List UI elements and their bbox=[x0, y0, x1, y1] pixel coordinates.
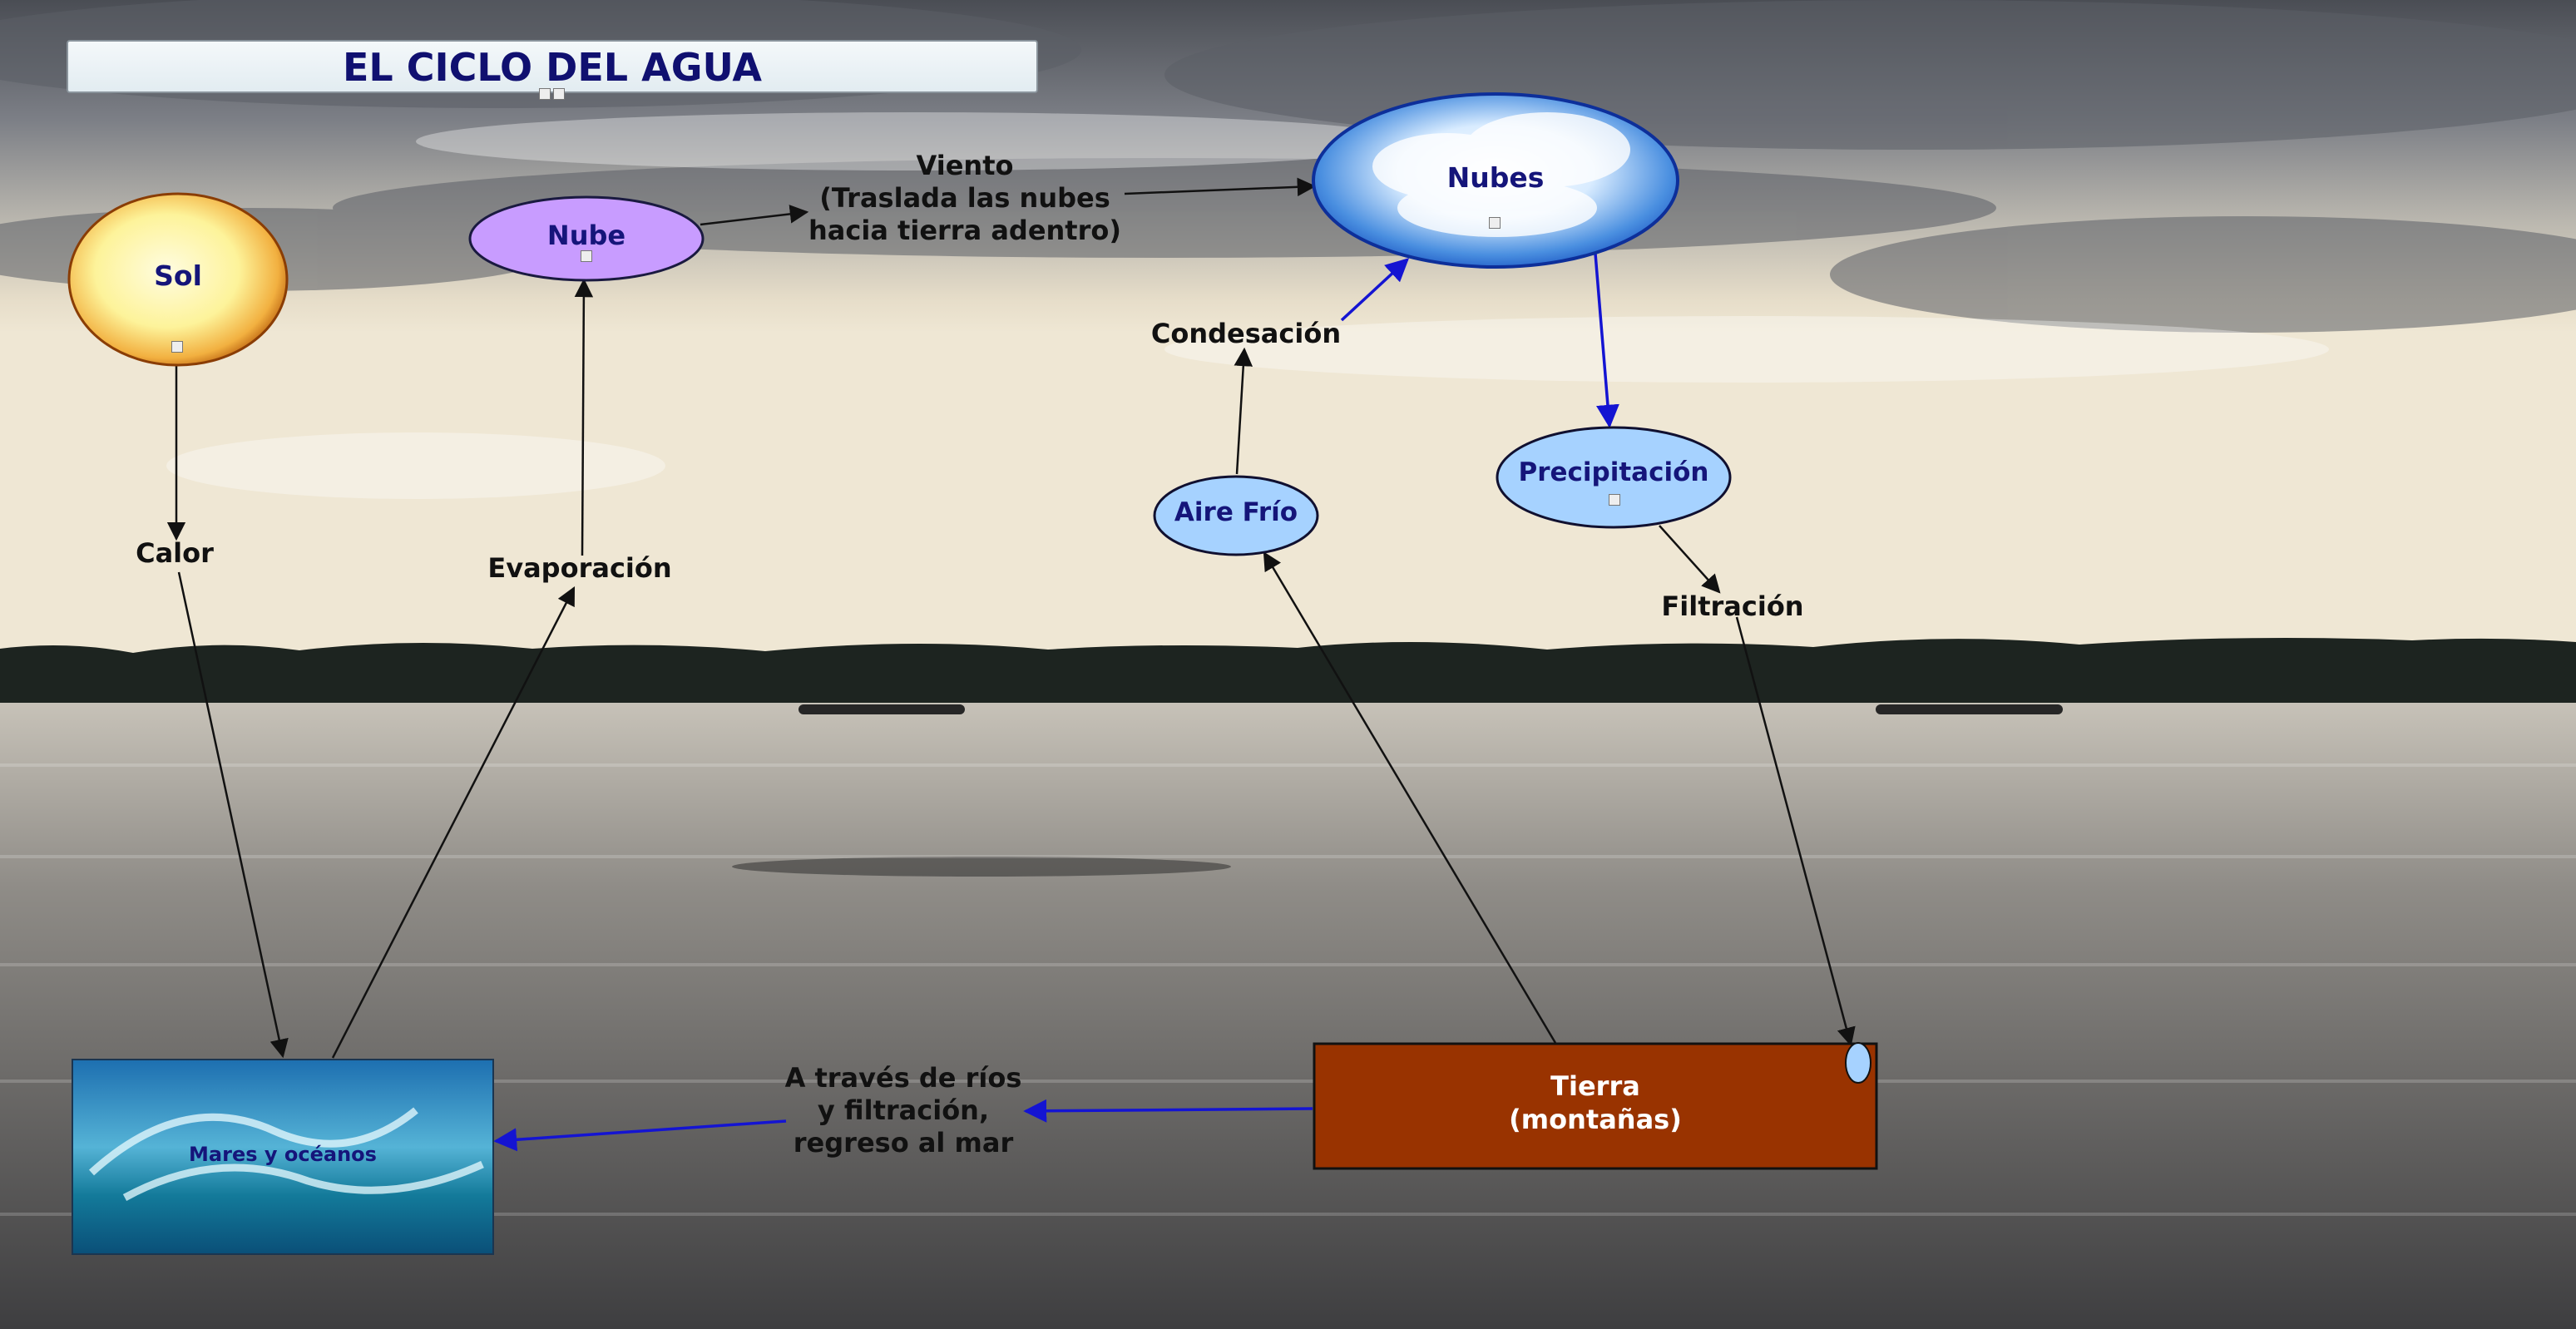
mares-node[interactable] bbox=[72, 1059, 494, 1255]
arrow-rios-to-mares bbox=[493, 1119, 787, 1152]
arrow-tierra-to-rios bbox=[1023, 1099, 1313, 1123]
sol-label: Sol bbox=[154, 259, 202, 292]
arrow-calor-to-mares bbox=[177, 571, 289, 1059]
wave-crests bbox=[88, 1107, 484, 1201]
tierra-node[interactable] bbox=[1313, 1042, 1878, 1170]
arrow-nube-to-viento bbox=[700, 205, 809, 226]
title-bar: EL CICLO DEL AGUA bbox=[67, 40, 1038, 93]
calor-label: Calor bbox=[136, 537, 214, 569]
aire-frio-node[interactable] bbox=[1153, 475, 1319, 556]
nube-label: Nube bbox=[546, 220, 626, 251]
precipitacion-node[interactable] bbox=[1496, 426, 1732, 529]
arrow-airefrio-to-condensacion bbox=[1234, 347, 1253, 475]
sol-node[interactable] bbox=[67, 192, 289, 367]
resource-icon[interactable] bbox=[171, 341, 183, 353]
evaporacion-label: Evaporación bbox=[487, 552, 672, 584]
arrow-nubes-to-precipitacion bbox=[1594, 253, 1619, 428]
resource-icon[interactable] bbox=[1489, 217, 1501, 229]
tierra-port-marker bbox=[1845, 1042, 1871, 1084]
arrow-filtracion-to-tierra bbox=[1735, 616, 1856, 1047]
rios-label: A través de ríos y filtración, regreso a… bbox=[784, 1062, 1022, 1159]
arrow-tierra-to-airefrio bbox=[1263, 551, 1557, 1044]
viento-label: Viento (Traslada las nubes hacia tierra … bbox=[808, 150, 1121, 246]
condensacion-label: Condesación bbox=[1150, 318, 1342, 349]
arrow-precipitacion-to-filtracion bbox=[1659, 525, 1721, 594]
resource-icon[interactable] bbox=[581, 250, 592, 262]
mares-label: Mares y océanos bbox=[189, 1143, 377, 1166]
tierra-label-line2: (montañas) bbox=[1509, 1104, 1682, 1135]
arrow-viento-to-nubes bbox=[1124, 177, 1317, 197]
resource-icon[interactable] bbox=[1609, 494, 1620, 506]
nubes-cloud-texture bbox=[1372, 112, 1630, 237]
nube-node[interactable] bbox=[468, 195, 705, 282]
filtracion-label: Filtración bbox=[1661, 590, 1804, 622]
nubes-label: Nubes bbox=[1446, 161, 1545, 194]
arrow-mares-to-evaporacion bbox=[331, 585, 576, 1059]
aire-frio-label: Aire Frío bbox=[1174, 497, 1298, 527]
arrow-condensacion-to-nubes bbox=[1340, 258, 1410, 322]
precipitacion-label: Precipitación bbox=[1518, 457, 1709, 487]
tierra-label-line1: Tierra bbox=[1550, 1070, 1640, 1102]
resource-icon[interactable] bbox=[553, 88, 565, 100]
arrow-evaporacion-to-nube bbox=[574, 278, 594, 556]
resource-icon[interactable] bbox=[539, 88, 551, 100]
connectors bbox=[166, 177, 1856, 1152]
page-title: EL CICLO DEL AGUA bbox=[342, 45, 762, 90]
